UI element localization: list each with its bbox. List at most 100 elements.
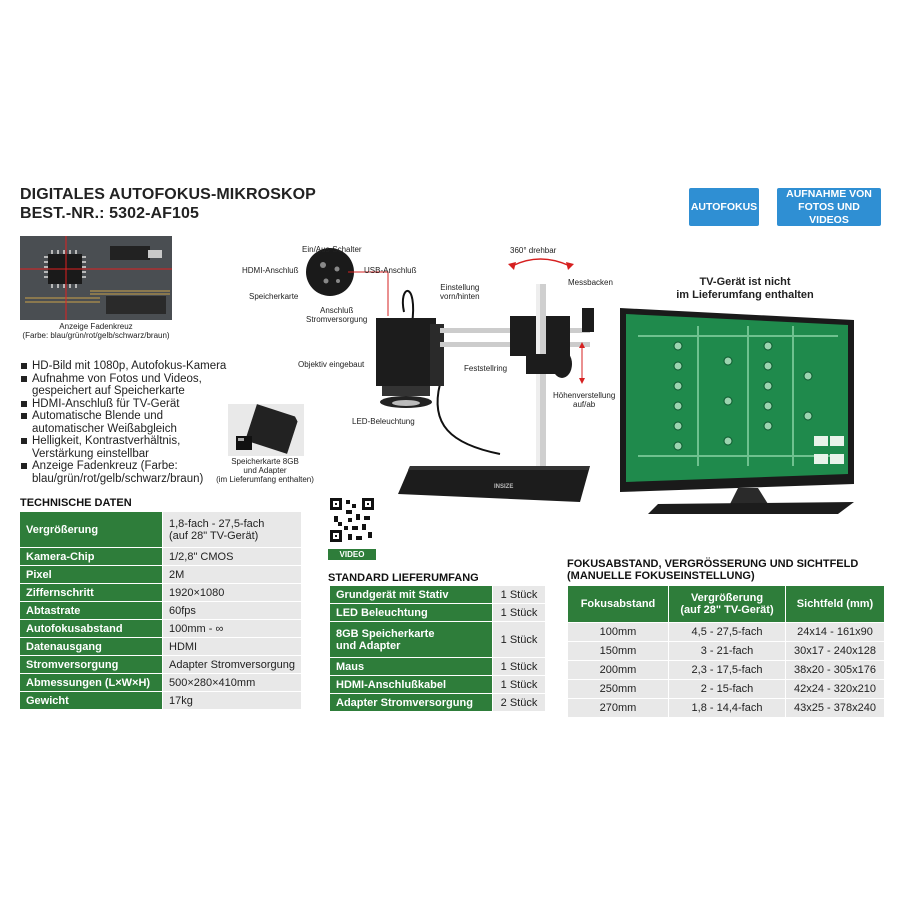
list-item: Automatische Blende und automatischer We… [20, 410, 235, 435]
tech-heading: TECHNISCHE DATEN [20, 497, 132, 509]
callout-adjust: Einstellung vorn/hinten [440, 283, 480, 301]
callout-rotation: 360° drehbar [510, 246, 557, 255]
tech-key: Ziffernschritt [19, 583, 163, 602]
callout-adjust-line2: vorn/hinten [440, 292, 480, 301]
focus-cell: 2,3 - 17,5-fach [668, 660, 786, 680]
scope-heading: STANDARD LIEFERUMFANG [328, 572, 479, 584]
monitor-icon [620, 308, 854, 514]
callout-hdmi: HDMI-Anschluß [242, 266, 299, 275]
callout-memory-card: Speicherkarte [249, 292, 299, 301]
callout-led: LED-Beleuchtung [352, 417, 415, 426]
tech-key: Datenausgang [19, 637, 163, 656]
tech-table: Vergrößerung 1,8-fach - 27,5-fach (auf 2… [19, 511, 302, 710]
badge-autofocus-label: AUTOFOKUS [690, 200, 758, 213]
focus-heading: FOKUSABSTAND, VERGRÖSSERUNG UND SICHTFEL… [567, 558, 858, 582]
column-header-magnification: Vergrößerung (auf 28" TV-Gerät) [668, 585, 786, 623]
scope-qty: 1 Stück [492, 603, 546, 622]
tech-value: HDMI [162, 637, 302, 656]
column-header-mag-line1: Vergrößerung [690, 592, 764, 604]
callout-power-port-line2: Stromversorgung [306, 315, 368, 324]
focus-cell: 30x17 - 240x128 [785, 641, 885, 661]
callout-height-line1: Höhenverstellung [553, 391, 616, 400]
table-row: 8GB Speicherkarte und Adapter 1 Stück [329, 621, 546, 658]
sdcard-caption-line3: (im Lieferumfang enthalten) [216, 475, 314, 484]
focus-cell: 270mm [567, 698, 669, 718]
focus-cell: 250mm [567, 679, 669, 699]
product-title: DIGITALES AUTOFOKUS-MIKROSKOP [20, 186, 316, 203]
badge-photo-line1: AUFNAHME VON [786, 187, 872, 200]
scope-qty: 1 Stück [492, 675, 546, 694]
pcb-closeup-icon [20, 236, 172, 320]
sdcard-caption-line2: und Adapter [243, 466, 287, 475]
sdcard-caption-line1: Speicherkarte 8GB [231, 457, 299, 466]
microscope-icon [306, 248, 594, 502]
tech-key: Vergrößerung [19, 511, 163, 548]
list-item: Anzeige Fadenkreuz (Farbe: blau/grün/rot… [20, 460, 235, 485]
table-header-row: Fokusabstand Vergrößerung (auf 28" TV-Ge… [567, 585, 885, 623]
tech-value: Adapter Stromversorgung [162, 655, 302, 674]
tech-key: Pixel [19, 565, 163, 584]
tech-key: Kamera-Chip [19, 547, 163, 566]
scope-qty: 1 Stück [492, 657, 546, 676]
scope-item: LED Beleuchtung [329, 603, 493, 622]
focus-cell: 150mm [567, 641, 669, 661]
crosshair-image [20, 236, 172, 320]
callout-adjust-line1: Einstellung [440, 283, 480, 292]
brand-logo: INSIZE [494, 484, 514, 490]
callout-height-line2: auf/ab [573, 400, 596, 409]
focus-heading-line2: (MANUELLE FOKUSEINSTELLUNG) [567, 570, 755, 582]
callout-fixing-ring: Feststellring [464, 364, 508, 373]
scope-item-line1: 8GB Speicherkarte [336, 627, 435, 640]
tv-note-line2: im Lieferumfang enthalten [676, 289, 814, 301]
tech-value: 1920×1080 [162, 583, 302, 602]
tv-note-line1: TV-Gerät ist nicht [699, 276, 791, 288]
list-item: Aufnahme von Fotos und Videos, gespeiche… [20, 373, 235, 398]
qr-code-icon [328, 496, 376, 544]
tech-value-line1: 1,8-fach - 27,5-fach [169, 517, 265, 530]
column-header-field: Sichtfeld (mm) [785, 585, 885, 623]
focus-cell: 4,5 - 27,5-fach [668, 622, 786, 642]
tech-value: 100mm - ∞ [162, 619, 302, 638]
tech-value: 1/2,8" CMOS [162, 547, 302, 566]
focus-cell: 42x24 - 320x210 [785, 679, 885, 699]
tech-value: 60fps [162, 601, 302, 620]
callout-jaws: Messbacken [568, 278, 613, 287]
tech-value: 2M [162, 565, 302, 584]
callout-power-port: Anschluß Stromversorgung [306, 306, 367, 324]
focus-heading-line1: FOKUSABSTAND, VERGRÖSSERUNG UND SICHTFEL… [567, 558, 859, 570]
tech-key: Abtastrate [19, 601, 163, 620]
scope-item: HDMI-Anschlußkabel [329, 675, 493, 694]
callout-lens: Objektiv eingebaut [298, 360, 365, 369]
crosshair-caption-line1: Anzeige Fadenkreuz [59, 322, 133, 331]
focus-cell: 24x14 - 161x90 [785, 622, 885, 642]
tech-value-line2: (auf 28" TV-Gerät) [169, 529, 259, 542]
tech-value: 17kg [162, 691, 302, 710]
order-number: BEST.-NR.: 5302-AF105 [20, 205, 200, 222]
tech-key: Gewicht [19, 691, 163, 710]
callout-usb: USB-Anschluß [364, 266, 417, 275]
focus-table: Fokusabstand Vergrößerung (auf 28" TV-Ge… [567, 585, 885, 718]
tech-value: 500×280×410mm [162, 673, 302, 692]
focus-cell: 200mm [567, 660, 669, 680]
tech-value: 1,8-fach - 27,5-fach (auf 28" TV-Gerät) [162, 511, 302, 548]
badge-photo-video: AUFNAHME VON FOTOS UND VIDEOS [777, 188, 881, 226]
focus-cell: 3 - 21-fach [668, 641, 786, 661]
scope-qty: 1 Stück [492, 621, 546, 658]
callout-power-switch: Ein/Aus-Schalter [302, 245, 362, 254]
qr-code[interactable]: VIDEO [328, 496, 376, 560]
callout-height: Höhenverstellung auf/ab [553, 391, 615, 409]
tech-key: Autofokusabstand [19, 619, 163, 638]
tech-key: Stromversorgung [19, 655, 163, 674]
